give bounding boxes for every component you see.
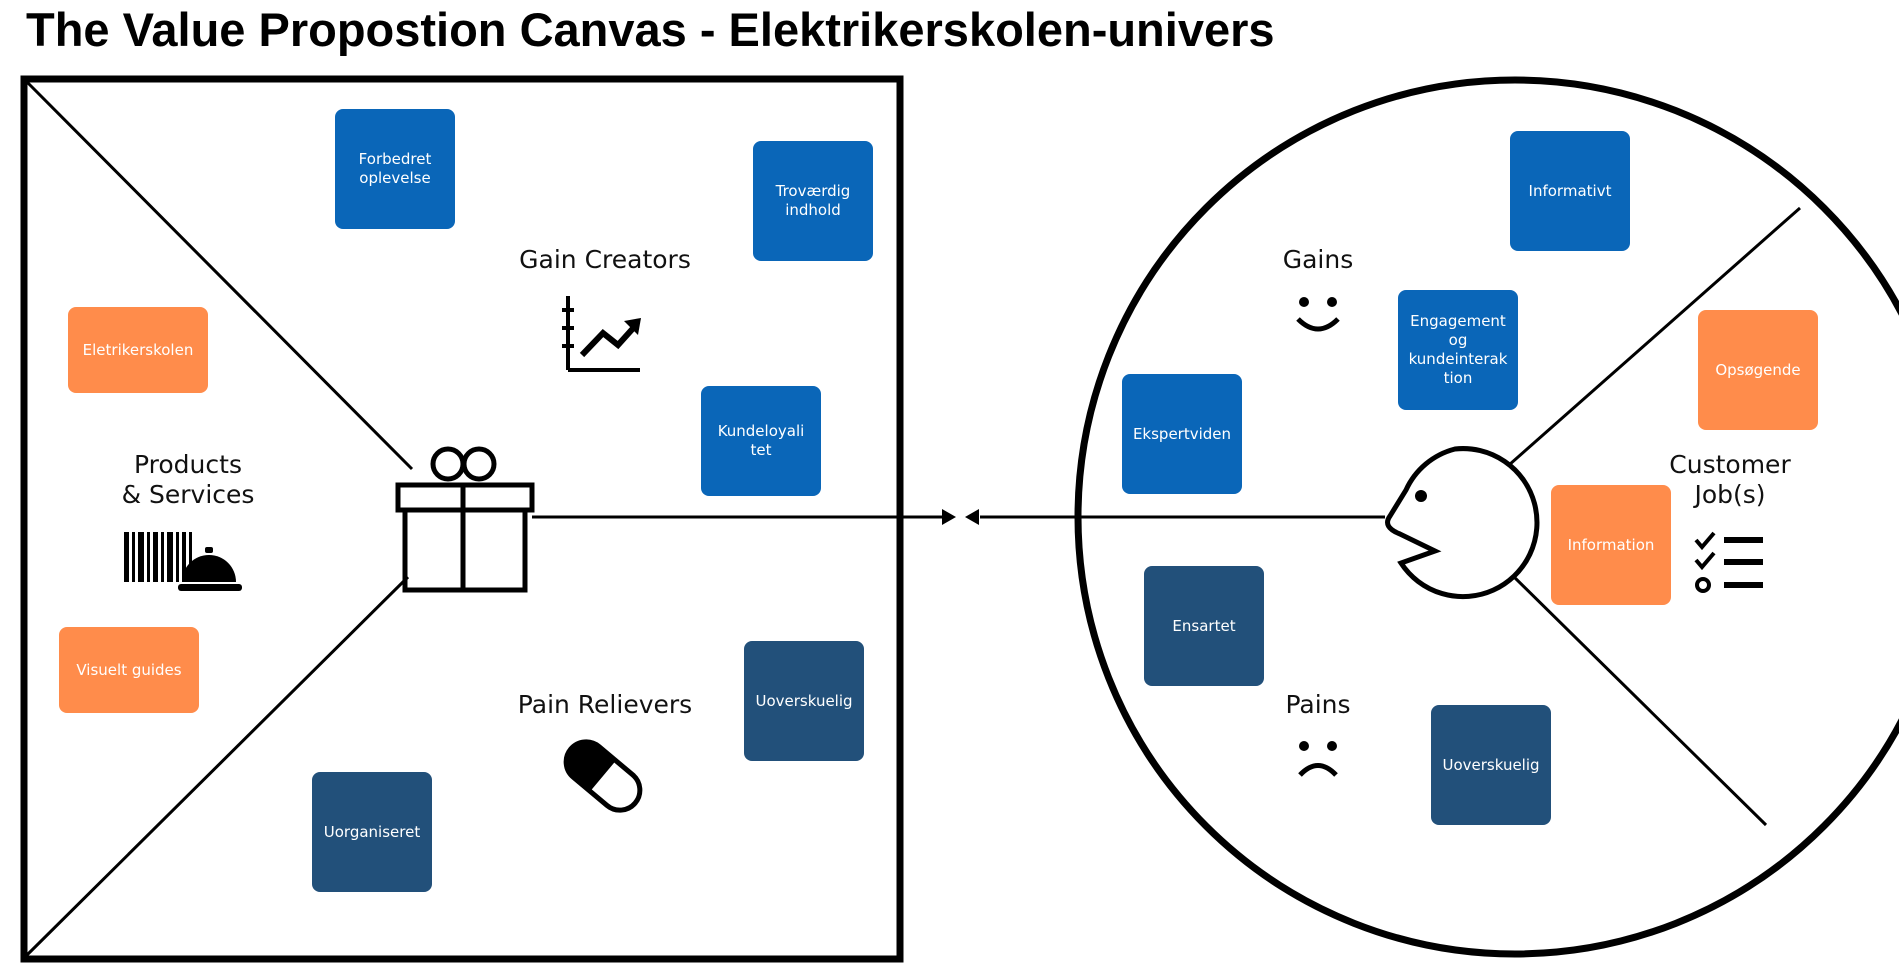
arrow-head-left [965,509,979,525]
profile-divider-lower [1508,571,1768,827]
value-map-divider-lower [24,575,410,958]
note-informativt[interactable]: Informativt [1510,131,1630,251]
note-eletrikerskolen[interactable]: Eletrikerskolen [68,307,208,393]
pill-icon [563,739,643,813]
gains-label: Gains [1282,245,1354,274]
face-profile-icon [1385,446,1540,600]
note-engagement[interactable]: Engagement og kundeinterak tion [1398,290,1518,410]
pains-label: Pains [1285,690,1351,719]
page-title: The Value Propostion Canvas - Elektriker… [26,3,1275,56]
note-uorganiseret[interactable]: Uorganiseret [312,772,432,892]
note-information[interactable]: Information [1551,485,1671,605]
customer-profile-frame [1074,76,1899,958]
barcode-icon [124,532,192,582]
note-ekspertviden[interactable]: Ekspertviden [1122,374,1242,494]
value-map-divider-upper [24,79,414,471]
note-visuelt-guides[interactable]: Visuelt guides [59,627,199,713]
frown-icon [1298,741,1338,777]
gain-creators-label: Gain Creators [519,245,691,274]
checklist-icon [1694,531,1763,593]
products-services-label: Products & Services [121,450,255,509]
note-trovaerdig-indhold[interactable]: Troværdig indhold [753,141,873,261]
arrow-head-right [942,509,956,525]
pain-relievers-label: Pain Relievers [517,690,693,719]
note-ensartet[interactable]: Ensartet [1144,566,1264,686]
note-uoverskuelig-left[interactable]: Uoverskuelig [744,641,864,761]
note-forbedret-oplevelse[interactable]: Forbedret oplevelse [335,109,455,229]
profile-divider-upper [1508,206,1801,467]
service-bell-icon [178,547,242,591]
customer-jobs-label: Customer Job(s) [1669,450,1791,509]
note-kundeloyalitet[interactable]: Kundeloyali tet [701,386,821,496]
note-uoverskuelig-right[interactable]: Uoverskuelig [1431,705,1551,825]
growth-chart-icon [562,296,641,372]
note-opsogende[interactable]: Opsøgende [1698,310,1818,430]
value-map-frame [20,75,904,963]
gift-icon [395,446,535,593]
smiley-icon [1296,297,1340,332]
